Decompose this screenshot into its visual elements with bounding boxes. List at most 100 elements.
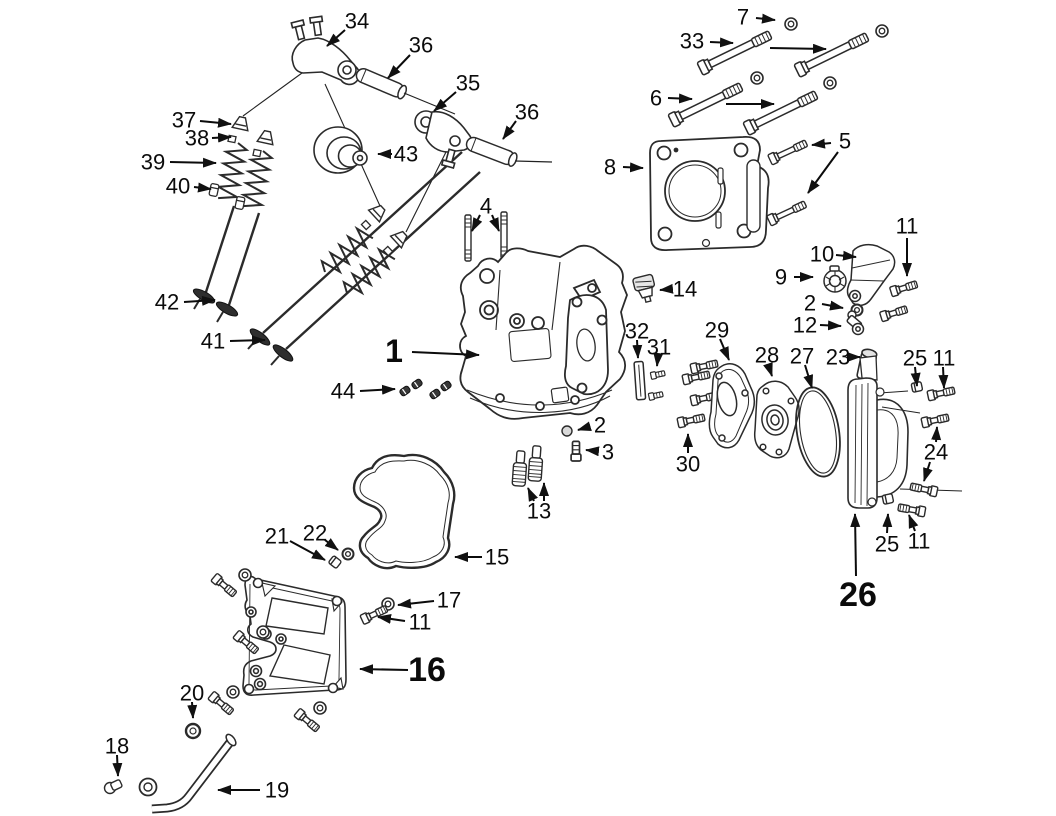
- part-bolt: [926, 384, 957, 402]
- leader-arrow: [359, 384, 396, 395]
- part-callout-3: 3: [602, 440, 614, 465]
- leader-arrow: [653, 352, 664, 367]
- leader-arrow: [835, 250, 857, 261]
- part-rocker-shaft: [353, 65, 409, 101]
- part-callout-39: 39: [141, 150, 165, 175]
- part-callout-8: 8: [604, 155, 616, 180]
- leader-arrow: [755, 13, 776, 24]
- part-callout-5: 5: [839, 129, 851, 154]
- part-callout-44: 44: [331, 379, 355, 404]
- leader-arrow: [433, 91, 457, 112]
- part-bolt: [888, 278, 920, 298]
- leader-arrow: [411, 349, 480, 360]
- part-valve-keeper: [398, 384, 412, 398]
- part-callout-12: 12: [793, 313, 817, 338]
- leader-arrow: [289, 540, 326, 561]
- valve-cover-group: [206, 453, 456, 734]
- part-callout-25: 25: [875, 532, 899, 557]
- part-cylinder-bolt: [696, 27, 774, 77]
- part-callout-7: 7: [737, 5, 749, 30]
- part-callout-27: 27: [790, 344, 814, 369]
- part-valve-keeper: [428, 387, 442, 401]
- leader-arrow: [667, 93, 693, 104]
- part-cover-gasket: [795, 386, 841, 478]
- leader-arrow: [931, 426, 942, 443]
- pipe-end: [225, 733, 237, 747]
- part-bolt: [649, 368, 667, 381]
- part-thermo-sensor: [632, 273, 656, 304]
- part-spring-retainer: [367, 201, 390, 223]
- part-flange-bolt: [766, 137, 810, 166]
- part-callout-34: 34: [345, 9, 369, 34]
- part-cylinder-bolt: [742, 87, 820, 137]
- valve-tip: [216, 311, 224, 323]
- adjuster-screw: [440, 148, 456, 169]
- valve-train-group: [190, 15, 553, 366]
- leader-arrow: [923, 461, 933, 482]
- pipe-eyelet-hole: [143, 782, 153, 792]
- leader-arrow: [471, 214, 483, 232]
- part-callout-17: 17: [437, 588, 461, 613]
- part-valve-stem: [204, 205, 236, 293]
- part-oil-joint: [846, 310, 865, 336]
- part-callout-30: 30: [676, 452, 700, 477]
- part-stud: [464, 214, 472, 262]
- part-callout-19: 19: [265, 778, 289, 803]
- leader-arrow: [811, 138, 832, 149]
- leader-arrow: [769, 43, 827, 54]
- part-callout-1: 1: [385, 333, 403, 369]
- part-valve-stem: [227, 212, 261, 306]
- leader-arrow: [211, 132, 232, 143]
- part-valve-seal: [234, 195, 246, 211]
- assembly-axis-line: [242, 72, 303, 117]
- part-bolt: [896, 501, 927, 518]
- part-valve-stem: [285, 171, 481, 350]
- part-callout-13: 13: [527, 499, 551, 524]
- leader-arrow: [632, 339, 643, 359]
- part-valve-keeper: [439, 379, 453, 393]
- part-callout-40: 40: [166, 174, 190, 199]
- part-callout-2: 2: [804, 291, 816, 316]
- leader-arrow: [112, 754, 123, 777]
- part-callout-38: 38: [185, 126, 209, 151]
- part-cylinder-bolt: [793, 29, 871, 79]
- part-chain-tensioner: [846, 243, 896, 307]
- assembly-axis-line: [881, 406, 921, 414]
- assembly-axis-line: [405, 151, 447, 233]
- part-valve-keeper: [410, 377, 424, 391]
- leader-arrow: [763, 362, 773, 377]
- leader-arrow: [908, 514, 919, 532]
- part-rocker-arm: [414, 110, 473, 169]
- part-valve-stem: [262, 151, 463, 334]
- breather-group: [103, 722, 237, 814]
- leader-arrow: [819, 320, 842, 331]
- adjuster-screw: [308, 15, 324, 37]
- part-callout-2: 2: [594, 413, 606, 438]
- part-tensioner-cap: [823, 265, 847, 293]
- part-washer: [823, 76, 837, 90]
- part-washer: [750, 71, 764, 85]
- assembly-axis-line: [514, 160, 553, 163]
- part-head-gasket: [649, 136, 770, 251]
- part-callout-36: 36: [409, 33, 433, 58]
- part-valve-cover: [242, 575, 347, 696]
- part-callout-42: 42: [155, 290, 179, 315]
- leader-arrow: [169, 157, 217, 168]
- breather-pipe-inner: [151, 739, 234, 812]
- leader-arrow: [199, 117, 232, 128]
- part-bolt: [676, 411, 707, 429]
- part-washer: [256, 625, 270, 639]
- part-stud: [500, 211, 508, 259]
- part-callout-11: 11: [896, 214, 919, 239]
- part-bearing-plate: [753, 380, 800, 459]
- part-collar: [881, 492, 895, 506]
- leader-arrow: [489, 214, 500, 232]
- part-callout-6: 6: [650, 86, 662, 111]
- small-center-parts: [398, 273, 656, 488]
- part-callout-16: 16: [408, 651, 446, 689]
- part-dowel-ball: [561, 425, 573, 437]
- leader-arrow: [387, 54, 411, 79]
- part-callout-29: 29: [705, 318, 729, 343]
- part-flange-bolt: [765, 198, 809, 227]
